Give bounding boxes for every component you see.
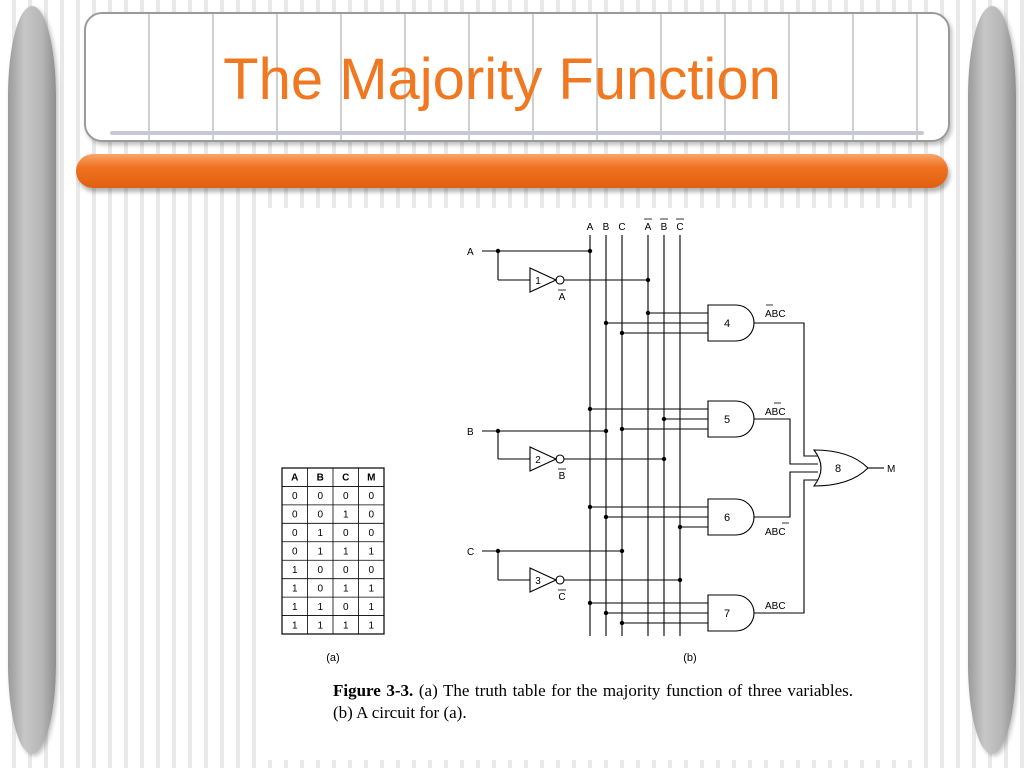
- output-label-m: M: [887, 464, 895, 475]
- overbars: [558, 218, 789, 591]
- truth-table-cell: 0: [317, 510, 323, 521]
- truth-table-cell: 0: [292, 528, 298, 539]
- inverter-1-number: 1: [535, 276, 541, 287]
- and-gate-6-number: 6: [724, 512, 730, 524]
- figure-caption-label: Figure 3-3.: [333, 681, 414, 700]
- inverter-3-number: 3: [535, 576, 541, 587]
- truth-table-cell: 1: [292, 602, 298, 613]
- bus-label-c: C: [618, 222, 625, 233]
- truth-table-cell: 1: [292, 620, 298, 631]
- input-label-c: C: [467, 547, 474, 558]
- truth-table-cell: 0: [368, 510, 374, 521]
- circuit-label: (b): [683, 652, 696, 664]
- bus-label-a: A: [587, 222, 594, 233]
- truth-table-cell: 0: [343, 491, 349, 502]
- and-gate-4-term: ABC: [765, 309, 786, 320]
- truth-table-cell: 1: [317, 620, 323, 631]
- inverter-3: [529, 567, 558, 593]
- and-gate-6-term: ABC: [765, 527, 786, 538]
- bus-label-b: B: [603, 222, 610, 233]
- and-gate-4: [707, 304, 755, 342]
- and-gate-5-number: 5: [724, 414, 730, 426]
- truth-table-cell: 1: [343, 510, 349, 521]
- right-pillar-decoration: [968, 6, 1016, 754]
- truth-table-cell: 1: [317, 602, 323, 613]
- truth-table-cell: 0: [343, 528, 349, 539]
- truth-table-header-cell: M: [367, 473, 375, 484]
- truth-table-cell: 1: [368, 547, 374, 558]
- inverter-3-output-label: C: [558, 592, 565, 603]
- input-label-a: A: [467, 247, 474, 258]
- and-gate-4-number: 4: [724, 318, 730, 330]
- and-gate-7-term: ABC: [765, 601, 786, 612]
- truth-table-cell: 0: [368, 528, 374, 539]
- truth-table-cell: 0: [368, 491, 374, 502]
- bus-label-not-b: B: [661, 222, 668, 233]
- truth-table-cell: 1: [343, 620, 349, 631]
- truth-table-cell: 1: [368, 602, 374, 613]
- and-gate-7: [707, 594, 755, 632]
- and-gate-6: [707, 498, 755, 536]
- inverter-1: [529, 267, 558, 293]
- truth-table-cell: 0: [292, 547, 298, 558]
- inverter-2-output-label: B: [559, 471, 566, 482]
- truth-table-cell: 0: [317, 583, 323, 594]
- truth-table-cell: 1: [368, 583, 374, 594]
- truth-table-cell: 0: [317, 491, 323, 502]
- junction-dots: [495, 248, 683, 626]
- truth-table-cell: 1: [317, 547, 323, 558]
- truth-table-cell: 0: [292, 491, 298, 502]
- truth-table-cell: 1: [292, 583, 298, 594]
- truth-table-cell: 1: [292, 565, 298, 576]
- truth-table-cell: 1: [343, 547, 349, 558]
- left-pillar-decoration: [8, 6, 56, 754]
- bus-label-not-a: A: [645, 222, 652, 233]
- inverter-1-output-label: A: [559, 292, 566, 303]
- truth-table-header-cell: C: [342, 473, 349, 484]
- slide-title: The Majority Function: [223, 47, 781, 112]
- truth-table-cell: 0: [317, 565, 323, 576]
- truth-table-header-cell: B: [317, 473, 324, 484]
- and-gate-5: [707, 400, 755, 438]
- input-label-b: B: [467, 427, 474, 438]
- truth-table-cell: 1: [343, 583, 349, 594]
- truth-table: A B C M 0 0 0 0 0 0 1 0 0 1 0 0 0 1 1 1 1 0 0 0 1 0 1 1 1 1 0 1 1 1 1 1: [281, 467, 385, 635]
- truth-table-header-cell: A: [291, 473, 298, 484]
- title-frame: [84, 12, 950, 142]
- inverter-2: [529, 446, 558, 472]
- truth-table-cell: 1: [368, 620, 374, 631]
- truth-table-cell: 1: [317, 528, 323, 539]
- or-gate-8: [812, 449, 869, 487]
- truth-table-cell: 0: [292, 510, 298, 521]
- and-gate-5-term: ABC: [765, 407, 786, 418]
- figure-caption-text: (a) The truth table for the majority fun…: [333, 681, 853, 722]
- bus-label-not-c: C: [676, 222, 683, 233]
- title-underline-decoration: [110, 131, 924, 135]
- majority-circuit: [482, 235, 884, 636]
- orange-divider-bar: [76, 154, 948, 188]
- or-gate-8-number: 8: [835, 463, 841, 475]
- and-gate-7-number: 7: [724, 608, 730, 620]
- figure-caption: Figure 3-3. (a) The truth table for the …: [333, 680, 853, 724]
- truth-table-cell: 0: [343, 602, 349, 613]
- truth-table-cell: 0: [343, 565, 349, 576]
- truth-table-label: (a): [326, 652, 339, 664]
- truth-table-cell: 0: [368, 565, 374, 576]
- inverter-2-number: 2: [535, 455, 541, 466]
